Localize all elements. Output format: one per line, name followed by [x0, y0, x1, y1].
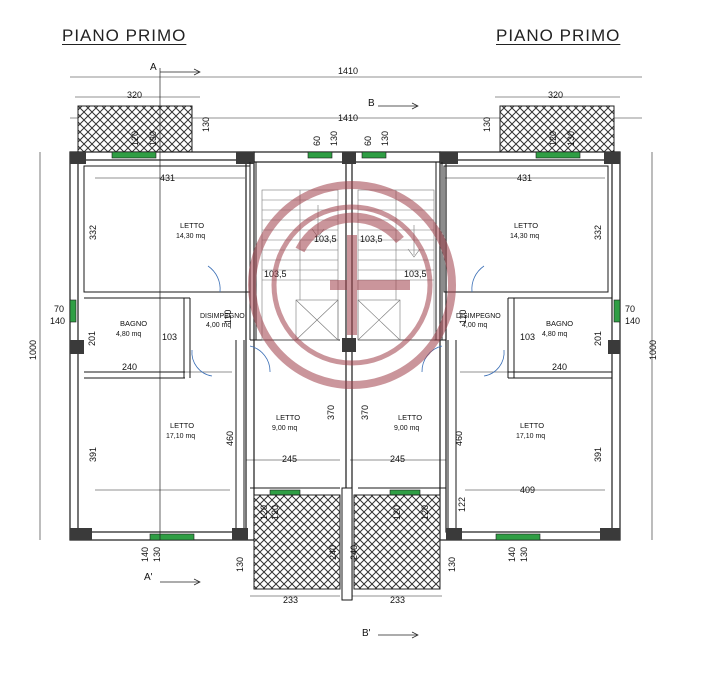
room-bagno-right-name: BAGNO: [546, 319, 573, 328]
dim-balc-win-right-b: 120: [420, 505, 430, 520]
room-letto-bottom-left-name: LETTO: [170, 421, 194, 430]
dim-bath-depth-left: 201: [87, 331, 97, 346]
dim-small-depth-right-b: 370: [360, 405, 370, 420]
room-bagno-right-area: 4,80 mq: [542, 331, 567, 338]
dim-bottom-window-right-a: 140: [507, 547, 517, 562]
plan-title-left: PIANO PRIMO: [62, 26, 187, 45]
door-swings: [191, 265, 505, 377]
dim-bath-depth-right: 201: [593, 331, 603, 346]
dim-stair-window-left: 60: [312, 136, 322, 146]
dim-height-left: 1000: [28, 340, 38, 360]
dim-balc-side-left: 240: [328, 545, 338, 560]
dim-balcony-bottom-depth-right: 130: [447, 557, 457, 572]
dim-balc-side-right: 240: [349, 545, 359, 560]
dim-bed-depth-bottom-left: 391: [88, 447, 98, 462]
dim-stair-window-right: 60: [363, 136, 373, 146]
dim-hall-width-right: 103: [520, 332, 535, 342]
dim-overall-width-inner: 1410: [338, 113, 358, 123]
section-a-bottom: A': [144, 572, 153, 583]
dim-bath-width-left: 240: [122, 362, 137, 372]
room-letto-top-left-area: 14,30 mq: [176, 233, 205, 240]
dim-balc-win-right-a: 120: [392, 505, 402, 520]
party-wall-bottom: [341, 487, 353, 601]
balcony-top-left: [77, 105, 193, 153]
dim-overall-width: 1410: [338, 66, 358, 76]
balcony-bottom-left: [253, 494, 341, 590]
dim-window-top-right: 120: [548, 131, 558, 146]
room-letto-top-right-area: 14,30 mq: [510, 233, 539, 240]
dim-balcony-depth-right: 130: [482, 117, 492, 132]
dim-window-top-left-b: 130: [148, 131, 158, 146]
room-bagno-left-area: 4,80 mq: [116, 331, 141, 338]
balcony-top-right: [499, 105, 615, 153]
section-b-top: B: [368, 98, 375, 109]
section-markers: [159, 68, 419, 639]
dim-bath-window-right-b: 140: [625, 316, 640, 326]
dim-window-top-left: 120: [130, 131, 140, 146]
dim-balcony-bottom-left: 233: [283, 595, 298, 605]
dim-room-depth-top-right: 332: [593, 225, 603, 240]
dim-balcony-bottom-depth-left: 130: [235, 557, 245, 572]
dim-bath-window-left-a: 70: [54, 304, 64, 314]
balcony-bottom-right: [353, 494, 441, 590]
room-letto-bottom-right-name: LETTO: [520, 421, 544, 430]
dim-small-width-right: 245: [390, 454, 405, 464]
dim-stair-landing-2: 103,5: [360, 234, 383, 244]
room-letto-top-right-name: LETTO: [514, 221, 538, 230]
windows: [69, 151, 621, 541]
dim-height-right: 1000: [648, 340, 658, 360]
room-letto-mid-right-area: 9,00 mq: [394, 425, 419, 432]
dim-small-depth-left-b: 370: [326, 405, 336, 420]
watermark-logo: [248, 181, 456, 389]
dim-hall-depth-right: 110: [458, 310, 468, 324]
room-letto-bottom-right-area: 17,10 mq: [516, 433, 545, 440]
dim-balcony-top-left: 320: [127, 90, 142, 100]
dim-balc-win-left-b: 120: [259, 505, 269, 520]
dim-stair-window-right-b: 130: [380, 131, 390, 146]
room-disimpegno-right-name: DISIMPEGNO: [456, 313, 501, 320]
room-letto-mid-left-area: 9,00 mq: [272, 425, 297, 432]
dim-stair-window-left-b: 130: [329, 131, 339, 146]
dim-balcony-top-right: 320: [548, 90, 563, 100]
dim-bottom-window-left-a: 140: [140, 547, 150, 562]
dim-bed-width-bottom-right: 409: [520, 485, 535, 495]
room-letto-mid-left-name: LETTO: [276, 413, 300, 422]
dim-stair-landing-4: 103,5: [404, 269, 427, 279]
dim-balc-side-right-b: 122: [457, 497, 467, 512]
dim-room-depth-top-left: 332: [88, 225, 98, 240]
room-disimpegno-left-area: 4,00 mq: [206, 322, 231, 329]
staircase: [261, 189, 435, 341]
room-letto-bottom-left-area: 17,10 mq: [166, 433, 195, 440]
dim-balcony-bottom-right: 233: [390, 595, 405, 605]
wall-corners: [70, 152, 620, 540]
section-b-bottom: B': [362, 628, 371, 639]
dim-bath-window-left-b: 140: [50, 316, 65, 326]
dim-bath-window-right-a: 70: [625, 304, 635, 314]
dim-window-top-right-b: 130: [566, 131, 576, 146]
dim-small-depth-left: 460: [225, 431, 235, 446]
room-disimpegno-right-area: 4,00 mq: [462, 322, 487, 329]
plan-title-right: PIANO PRIMO: [496, 26, 621, 45]
dim-balcony-depth-left: 130: [201, 117, 211, 132]
dim-bath-width-right: 240: [552, 362, 567, 372]
room-letto-mid-right-name: LETTO: [398, 413, 422, 422]
room-disimpegno-left-name: DISIMPEGNO: [200, 313, 245, 320]
dim-small-depth-right: 460: [454, 431, 464, 446]
dim-room-width-top-left: 431: [160, 173, 175, 183]
dim-small-width-left: 245: [282, 454, 297, 464]
room-bagno-left-name: BAGNO: [120, 319, 147, 328]
dim-balc-win-left-a: 120: [270, 505, 280, 520]
dim-bottom-window-left-b: 130: [152, 547, 162, 562]
dim-bottom-window-right-b: 130: [519, 547, 529, 562]
dim-hall-width-left: 103: [162, 332, 177, 342]
dim-stair-landing-1: 103,5: [314, 234, 337, 244]
section-a-top: A: [150, 62, 157, 73]
dim-hall-depth-left: 110: [223, 310, 233, 324]
room-letto-top-left-name: LETTO: [180, 221, 204, 230]
dim-bed-depth-bottom-right: 391: [593, 447, 603, 462]
dim-room-width-top-right: 431: [517, 173, 532, 183]
